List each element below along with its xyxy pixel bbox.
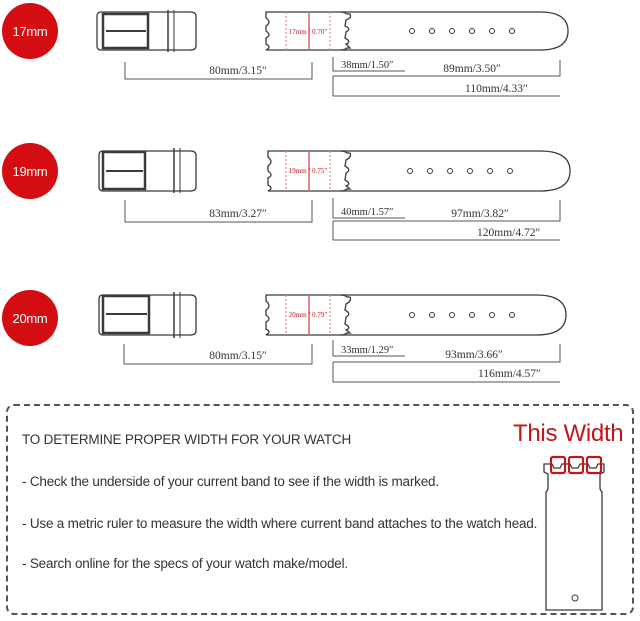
width-label: 17mm / 0.70" [289, 28, 328, 36]
tail-strap-body [340, 294, 567, 336]
lug-section-length: 33mm/1.29″ [341, 345, 394, 356]
strap-19mm [98, 148, 571, 241]
size-badge-17mm: 17mm [2, 3, 58, 59]
tail-total-length: 110mm/4.33″ [465, 83, 528, 95]
dimension-bracket-lug [332, 340, 405, 357]
buckle-frame [101, 12, 150, 50]
dimension-bracket-total [332, 221, 560, 241]
strap-holes [407, 168, 513, 174]
strap-holes [409, 28, 515, 34]
strap-end-outline [543, 463, 605, 611]
strap-holes [409, 312, 515, 318]
size-badge-20mm: 20mm [2, 290, 58, 346]
dimension-bracket-lug [332, 57, 405, 72]
dimension-bracket-tail [333, 344, 561, 363]
dimension-bracket-buckle [124, 62, 313, 80]
dimension-bracket-tail [333, 60, 561, 77]
width-label: 19mm / 0.75" [289, 167, 328, 175]
tail-section-length: 89mm/3.50″ [443, 63, 501, 75]
tail-strap-outline [267, 150, 352, 192]
tail-strap-outline [265, 294, 352, 336]
tail-total-length: 120mm/4.72″ [477, 227, 540, 239]
tail-total-length: 116mm/4.57″ [478, 368, 541, 380]
instruction-line: - Search online for the specs of your wa… [22, 556, 348, 571]
size-badge-19mm: 19mm [2, 143, 58, 199]
dimension-bracket-tail [333, 200, 561, 222]
instruction-line: - Use a metric ruler to measure the widt… [22, 516, 538, 531]
strap-end-hole [571, 594, 579, 602]
dimension-bracket-buckle [124, 200, 313, 223]
buckle-half-length: 83mm/3.27″ [209, 208, 267, 220]
width-label: 20mm / 0.79" [289, 311, 328, 319]
strap-diagrams: 17mm / 0.70" 80mm/3.15″ 38mm/1.50″ 89mm/… [96, 10, 571, 383]
strap-20mm [98, 292, 567, 383]
dimension-bracket-total [332, 76, 560, 97]
dimension-bracket-lug [332, 198, 405, 219]
lug-section-length: 40mm/1.57″ [341, 207, 394, 218]
lug-section-length: 38mm/1.50″ [341, 60, 394, 71]
instructions-box: TO DETERMINE PROPER WIDTH FOR YOUR WATCH… [6, 404, 634, 615]
lug-width-markers [549, 455, 603, 475]
buckle-frame [101, 294, 151, 335]
strap-end-illustration [543, 455, 605, 611]
tail-section-length: 93mm/3.66″ [445, 349, 503, 361]
buckle-strap-outline [98, 150, 197, 192]
this-width-callout: This Width [513, 420, 624, 447]
instructions-title: TO DETERMINE PROPER WIDTH FOR YOUR WATCH [22, 432, 352, 447]
buckle-strap-outline [96, 11, 197, 51]
tail-section-length: 97mm/3.82″ [451, 208, 509, 220]
buckle-frame [101, 150, 147, 191]
strap-17mm [96, 10, 569, 97]
tail-strap-outline [265, 11, 352, 51]
buckle-half-length: 80mm/3.15″ [209, 350, 267, 362]
dimension-bracket-total [332, 362, 560, 383]
buckle-strap-outline [98, 294, 197, 336]
dimension-bracket-buckle [123, 344, 313, 365]
tail-strap-body [340, 150, 571, 192]
instruction-line: - Check the underside of your current ba… [22, 474, 439, 489]
buckle-half-length: 80mm/3.15″ [209, 65, 267, 77]
tail-strap-body [340, 11, 569, 51]
